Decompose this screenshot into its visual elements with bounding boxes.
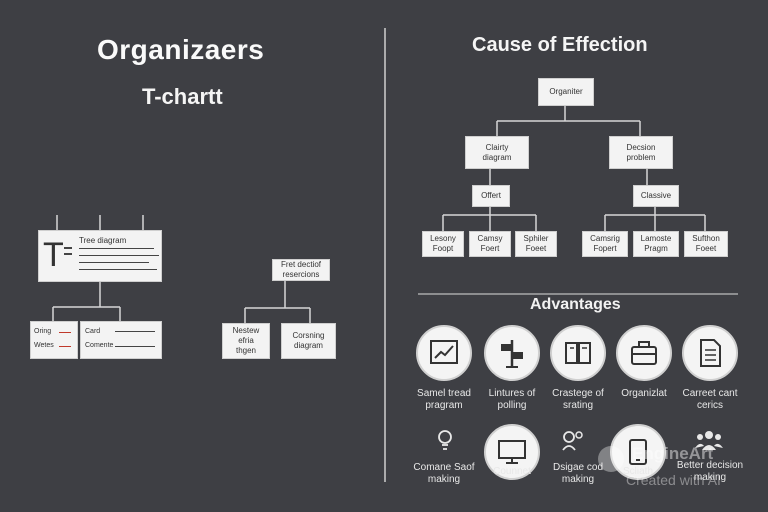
- tablet-icon: [610, 424, 666, 480]
- lightbulb-icon: [436, 429, 454, 458]
- tree-leaf-1: Lesony Foopt: [422, 231, 464, 257]
- tree-root: Organiter: [538, 78, 594, 106]
- left-tree-child-2: Corsning diagram: [281, 323, 336, 359]
- tree-leaf-3: Sphiler Foeet: [515, 231, 557, 257]
- gear-people-icon: [560, 428, 586, 457]
- advantage-label-2: Lintures of polling: [488, 388, 536, 411]
- tchart-left-column: Oring Wetes: [30, 321, 78, 359]
- tree-leaf-5: Lamoste Pragm: [633, 231, 679, 257]
- briefcase-icon: [616, 325, 672, 381]
- book-icon: [550, 325, 606, 381]
- monitor-icon: [484, 424, 540, 480]
- watermark-sub: Created with AI: [626, 472, 721, 488]
- advantage-label-1: Samel tread pragram: [417, 388, 471, 411]
- tree-leaf-4: Camsrig Fopert: [582, 231, 628, 257]
- left-title: Organizaers: [97, 34, 265, 65]
- tree-level3-2: Classive: [633, 185, 679, 207]
- team-icon: [694, 428, 724, 457]
- tree-level2-2: Decsion problem: [609, 136, 673, 169]
- watermark-brand: EngineArt: [632, 444, 714, 463]
- chart-icon: [416, 325, 472, 381]
- left-subtitle: T-chartt: [142, 84, 223, 109]
- tchart-box: T Tree diagram: [38, 230, 162, 282]
- watermark-logo-icon: [598, 446, 624, 472]
- tree-level3-1: Offert: [472, 185, 510, 207]
- signpost-icon: [484, 325, 540, 381]
- advantage-label-7: Counnet: [493, 466, 531, 477]
- tchart-right-column: Card Comente: [80, 321, 162, 359]
- document-icon: [682, 325, 738, 381]
- advantage-label-3: Crastege of srating: [552, 388, 604, 411]
- advantage-label-10: Better decision making: [676, 460, 744, 483]
- left-tree-child-1: Nestew efria thgen: [222, 323, 270, 359]
- tree-level2-1: Clairty diagram: [465, 136, 529, 169]
- tchart-letter: T: [43, 236, 64, 274]
- tree-leaf-2: Camsy Foert: [469, 231, 511, 257]
- tree-leaf-6: Sufthon Foeet: [684, 231, 728, 257]
- left-tree-root: Fret dectiof resercions: [272, 259, 330, 281]
- tchart-header: Tree diagram: [79, 236, 127, 245]
- advantage-label-6: Comane Saof making: [413, 462, 475, 485]
- advantages-title: Advantages: [530, 296, 621, 313]
- advantage-label-9: Scliath: [622, 466, 653, 477]
- advantage-label-4: Organizlat: [621, 388, 667, 399]
- advantage-label-5: Carreet cant cerics: [682, 388, 738, 411]
- right-title: Cause of Effection: [472, 34, 648, 56]
- advantage-label-8: Dsigae cod making: [552, 462, 604, 485]
